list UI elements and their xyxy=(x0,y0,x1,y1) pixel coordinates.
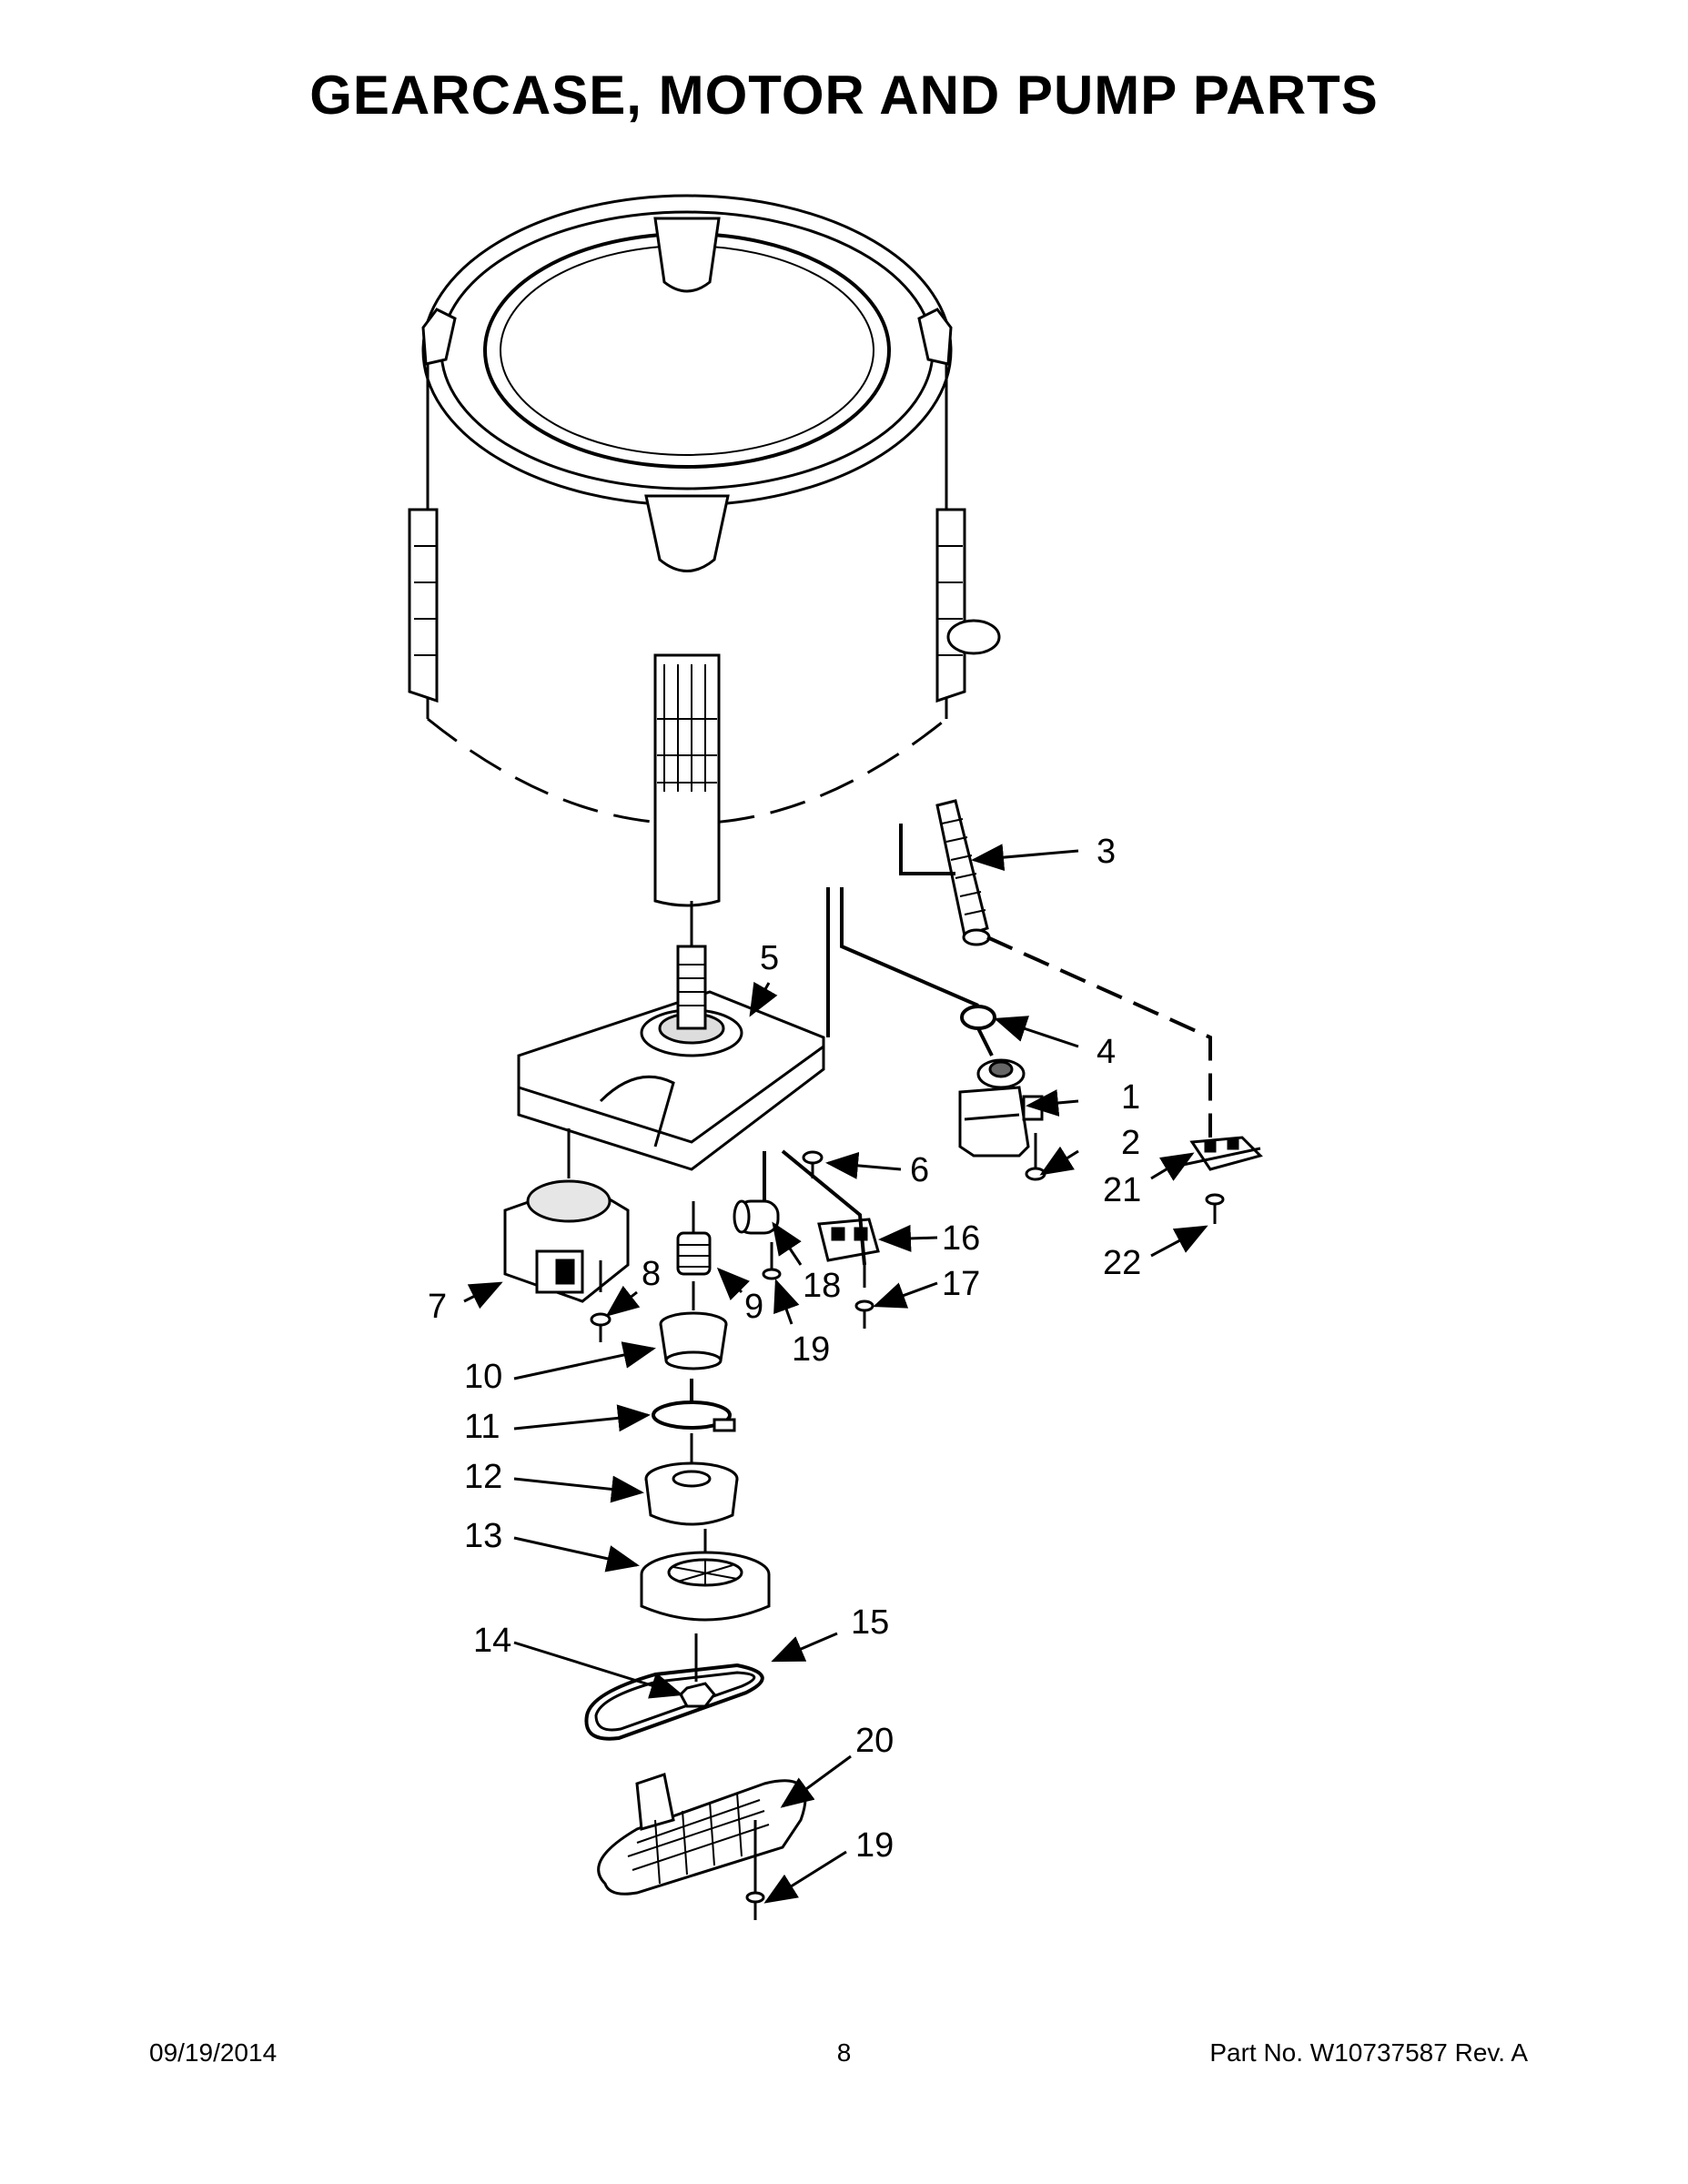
callout-14: 14 xyxy=(473,1622,511,1660)
callout-10: 10 xyxy=(464,1358,502,1396)
callout-11: 11 xyxy=(464,1408,500,1446)
assembly-lines xyxy=(763,824,1212,1266)
clutch xyxy=(659,1281,728,1370)
leader-arrows xyxy=(463,844,1261,1904)
drive-hub xyxy=(644,1433,739,1526)
hose-bracket xyxy=(1189,1136,1263,1171)
callout-18: 18 xyxy=(803,1267,841,1305)
callout-9: 9 xyxy=(744,1288,763,1326)
callout-labels: 3 4 1 2 5 6 7 8 9 18 19 16 17 21 22 10 1… xyxy=(428,833,1141,1865)
callout-1: 1 xyxy=(1121,1078,1140,1117)
callout-5: 5 xyxy=(760,939,779,977)
page-title: GEARCASE, MOTOR AND PUMP PARTS xyxy=(309,65,1379,126)
callout-2: 2 xyxy=(1121,1124,1140,1162)
callout-17: 17 xyxy=(942,1265,980,1303)
shield-screw xyxy=(745,1820,765,1920)
callout-13: 13 xyxy=(464,1517,502,1555)
outer-tub xyxy=(408,194,1001,907)
callout-19-upper: 19 xyxy=(792,1330,830,1369)
bracket-screw xyxy=(1205,1193,1225,1224)
callout-6: 6 xyxy=(910,1151,929,1189)
belt-shield xyxy=(597,1773,807,1896)
drain-hose xyxy=(935,799,991,946)
lid-switch xyxy=(817,1218,880,1262)
capacitor xyxy=(733,1199,780,1235)
hose-clamp xyxy=(960,1005,996,1030)
drive-motor xyxy=(503,1128,630,1303)
callout-12: 12 xyxy=(464,1458,502,1496)
footer-part-number: Part No. W10737587 Rev. A xyxy=(1209,2038,1528,2067)
gearcase-screw xyxy=(802,1150,824,1178)
drive-belt xyxy=(584,1663,764,1741)
drain-pump xyxy=(958,1058,1044,1158)
callout-4: 4 xyxy=(1097,1033,1116,1071)
motor-screw xyxy=(590,1260,612,1342)
callout-3: 3 xyxy=(1097,833,1116,871)
clutch-band xyxy=(652,1379,736,1432)
capacitor-screw xyxy=(762,1242,782,1280)
callout-16: 16 xyxy=(942,1219,980,1258)
clutch-spring xyxy=(676,1201,712,1276)
footer-date: 09/19/2014 xyxy=(149,2038,278,2067)
callout-7: 7 xyxy=(428,1288,447,1326)
footer-page-number: 8 xyxy=(836,2038,852,2067)
callout-22: 22 xyxy=(1103,1244,1141,1282)
callout-8: 8 xyxy=(642,1255,661,1293)
callout-19-lower: 19 xyxy=(855,1826,894,1865)
drive-pulley xyxy=(640,1529,771,1622)
callout-15: 15 xyxy=(851,1603,889,1642)
gearcase-assembly xyxy=(517,901,825,1171)
switch-screw xyxy=(854,1265,874,1329)
callout-20: 20 xyxy=(855,1722,894,1760)
callout-21: 21 xyxy=(1103,1171,1141,1209)
